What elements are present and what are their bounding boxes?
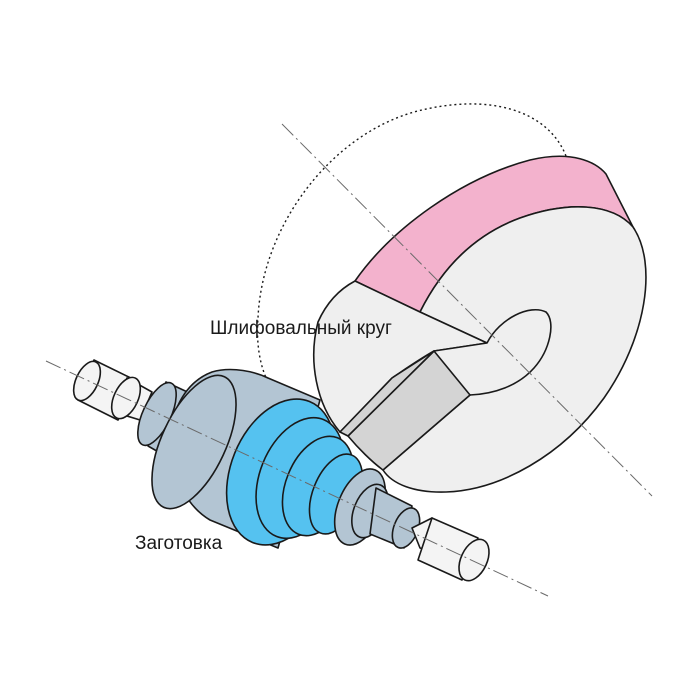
wheel-cutaway (347, 350, 471, 471)
grinding-wheel (256, 103, 647, 493)
workpiece-label: Заготовка (135, 533, 223, 554)
wheel-axis (281, 123, 653, 497)
workpiece-main-body-end (151, 374, 237, 510)
workpiece (72, 359, 490, 582)
wheel-hidden-outline (256, 103, 567, 383)
left-center-end (72, 360, 102, 402)
wheel-cutaway-face (339, 350, 435, 437)
grinding-wheel-label: Шлифовальный круг (210, 318, 392, 339)
right-center-end (458, 538, 490, 582)
workpiece-axis (45, 360, 549, 597)
